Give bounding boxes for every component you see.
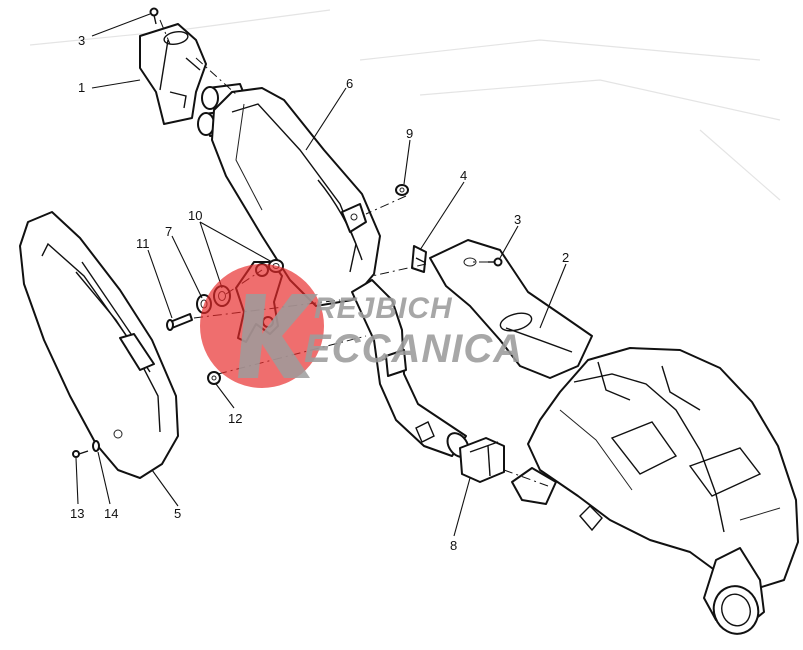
part-6-silencer [197, 83, 470, 458]
nut-9 [395, 184, 409, 196]
callout-numbers: 3 1 6 9 4 3 2 10 7 11 12 13 14 5 8 [70, 33, 569, 553]
rear-silencer [511, 347, 799, 635]
part-5-heat-shield [19, 211, 179, 479]
screw-13 [72, 450, 89, 458]
bolt-11 [166, 313, 193, 331]
callout-3-right: 3 [514, 212, 521, 227]
part-2-guard [429, 239, 593, 379]
callout-10: 10 [188, 208, 202, 223]
watermark: REJBICH ECCANICA [200, 264, 523, 388]
callout-4: 4 [460, 168, 467, 183]
part-4-clip [411, 245, 427, 273]
nut-12 [207, 371, 221, 385]
callout-11: 11 [136, 236, 150, 251]
callout-12: 12 [228, 411, 242, 426]
screw-3-right [488, 257, 503, 267]
watermark-k-emblem [238, 294, 318, 378]
washer-14 [92, 440, 100, 452]
callout-5: 5 [174, 506, 181, 521]
part-8-clamp [459, 437, 505, 483]
callout-6: 6 [346, 76, 353, 91]
part-1-end-cap [139, 23, 207, 125]
callout-7: 7 [165, 224, 172, 239]
callout-9: 9 [406, 126, 413, 141]
callout-2: 2 [562, 250, 569, 265]
callout-3-top: 3 [78, 33, 85, 48]
leader-lines [75, 13, 567, 537]
callout-8: 8 [450, 538, 457, 553]
watermark-line-1: REJBICH [314, 292, 453, 325]
callout-14: 14 [104, 506, 118, 521]
screw-3-top [149, 7, 159, 25]
callout-13: 13 [70, 506, 84, 521]
watermark-line-2: ECCANICA [304, 327, 523, 371]
callout-1: 1 [78, 80, 85, 95]
